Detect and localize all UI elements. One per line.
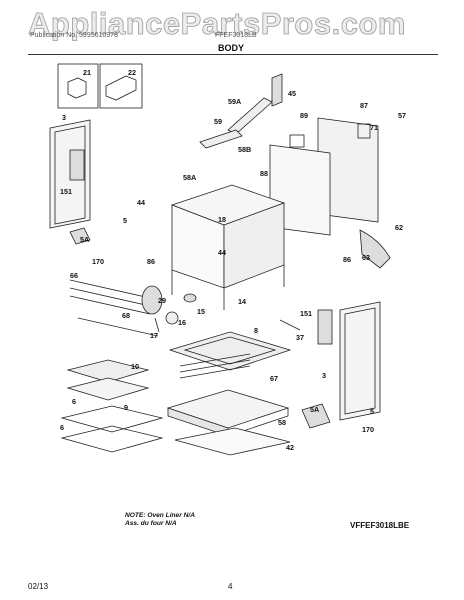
part-16-cap xyxy=(165,311,179,325)
callout-10: 10 xyxy=(131,362,139,371)
callout-22: 22 xyxy=(128,68,136,77)
header-divider xyxy=(28,54,438,55)
callout-66: 66 xyxy=(70,271,78,280)
callout-89: 89 xyxy=(300,111,308,120)
model-header: FFEF3018LB xyxy=(215,32,257,39)
element-67 xyxy=(179,353,251,379)
part-151-insulation-right xyxy=(317,309,333,345)
callout-71: 71 xyxy=(370,123,378,132)
part-151-insulation-left xyxy=(69,149,85,181)
part-8-panel xyxy=(168,331,292,371)
broil-pan-9 xyxy=(66,377,150,401)
note-line-1: NOTE: Oven Liner N/A xyxy=(125,512,195,519)
footer-date: 02/13 xyxy=(28,582,49,591)
callout-29: 29 xyxy=(158,296,166,305)
right-panel-inner xyxy=(344,307,376,415)
callout-14: 14 xyxy=(238,297,246,306)
part-37-screw xyxy=(279,319,301,331)
left-panel-inner xyxy=(54,125,86,225)
part-59-strip xyxy=(199,129,243,149)
watermark-logo: AppliancePartsPros.com xyxy=(28,6,406,42)
callout-5a-left: 5A xyxy=(80,235,89,244)
callout-170-right: 170 xyxy=(362,425,374,434)
callout-59a: 59A xyxy=(228,97,241,106)
part-29-knob xyxy=(141,285,163,315)
callout-3-left: 3 xyxy=(62,113,66,122)
callout-42: 42 xyxy=(286,443,294,452)
callout-58a: 58A xyxy=(183,173,196,182)
callout-44a: 44 xyxy=(137,198,145,207)
callout-151-left: 151 xyxy=(60,187,72,196)
part-45-bracket xyxy=(271,73,283,107)
callout-3-right: 3 xyxy=(322,371,326,380)
hinge-5a-left xyxy=(69,227,91,245)
bake-element-66 xyxy=(69,279,151,315)
part-68-rod xyxy=(77,317,159,337)
callout-151-right: 151 xyxy=(300,309,312,318)
part-62-harness xyxy=(359,229,391,269)
callout-44b: 44 xyxy=(218,248,226,257)
callout-21: 21 xyxy=(83,68,91,77)
part-14-clip xyxy=(183,293,197,303)
part-22-box xyxy=(99,63,143,109)
model-code: VFFEF3018LBE xyxy=(350,521,410,530)
rack-10 xyxy=(66,359,150,383)
callout-86b: 86 xyxy=(343,255,351,264)
part-58-side xyxy=(227,408,289,437)
oven-rack-6a xyxy=(60,405,164,433)
hinge-5a-right xyxy=(301,403,331,429)
page-number: 4 xyxy=(228,582,233,591)
callout-67: 67 xyxy=(270,374,278,383)
right-side-panel xyxy=(339,301,381,421)
callout-18: 18 xyxy=(218,215,226,224)
part-21-bracket xyxy=(67,77,87,99)
callout-68: 68 xyxy=(122,311,130,320)
callout-59: 59 xyxy=(214,117,222,126)
callout-58b: 58B xyxy=(238,145,251,154)
callout-86a: 86 xyxy=(147,257,155,266)
callout-57: 57 xyxy=(398,111,406,120)
callout-15: 15 xyxy=(197,307,205,316)
part-17-screw xyxy=(154,317,160,333)
callout-37: 37 xyxy=(296,333,304,342)
callout-170-left: 170 xyxy=(92,257,104,266)
callout-45: 45 xyxy=(288,89,296,98)
callout-17: 17 xyxy=(150,331,158,340)
part-42-panel xyxy=(174,427,291,456)
callout-16: 16 xyxy=(178,318,186,327)
part-57-plate xyxy=(357,123,371,139)
callout-9: 9 xyxy=(124,403,128,412)
callout-8: 8 xyxy=(254,326,258,335)
part-8-inner xyxy=(183,336,277,365)
part-21-box xyxy=(57,63,99,109)
section-title: BODY xyxy=(218,43,245,53)
oven-liner-note: NOTE: Oven Liner N/A Ass. du four N/A xyxy=(125,512,195,528)
note-line-2: Ass. du four N/A xyxy=(125,520,177,527)
publication-number: Publication No. 5995610978 xyxy=(30,32,118,39)
oven-rack-6b xyxy=(60,425,164,453)
callout-5a-right: 5A xyxy=(310,405,319,414)
callout-5-left: 5 xyxy=(123,216,127,225)
callout-58: 58 xyxy=(278,418,286,427)
callout-87: 87 xyxy=(360,101,368,110)
part-89-bracket xyxy=(289,134,305,148)
callout-88: 88 xyxy=(260,169,268,178)
callout-63: 63 xyxy=(362,253,370,262)
callout-5-right: 5 xyxy=(370,407,374,416)
callout-6a: 6 xyxy=(72,397,76,406)
callout-6b: 6 xyxy=(60,423,64,432)
part-22-bracket xyxy=(105,75,137,101)
callout-62: 62 xyxy=(395,223,403,232)
